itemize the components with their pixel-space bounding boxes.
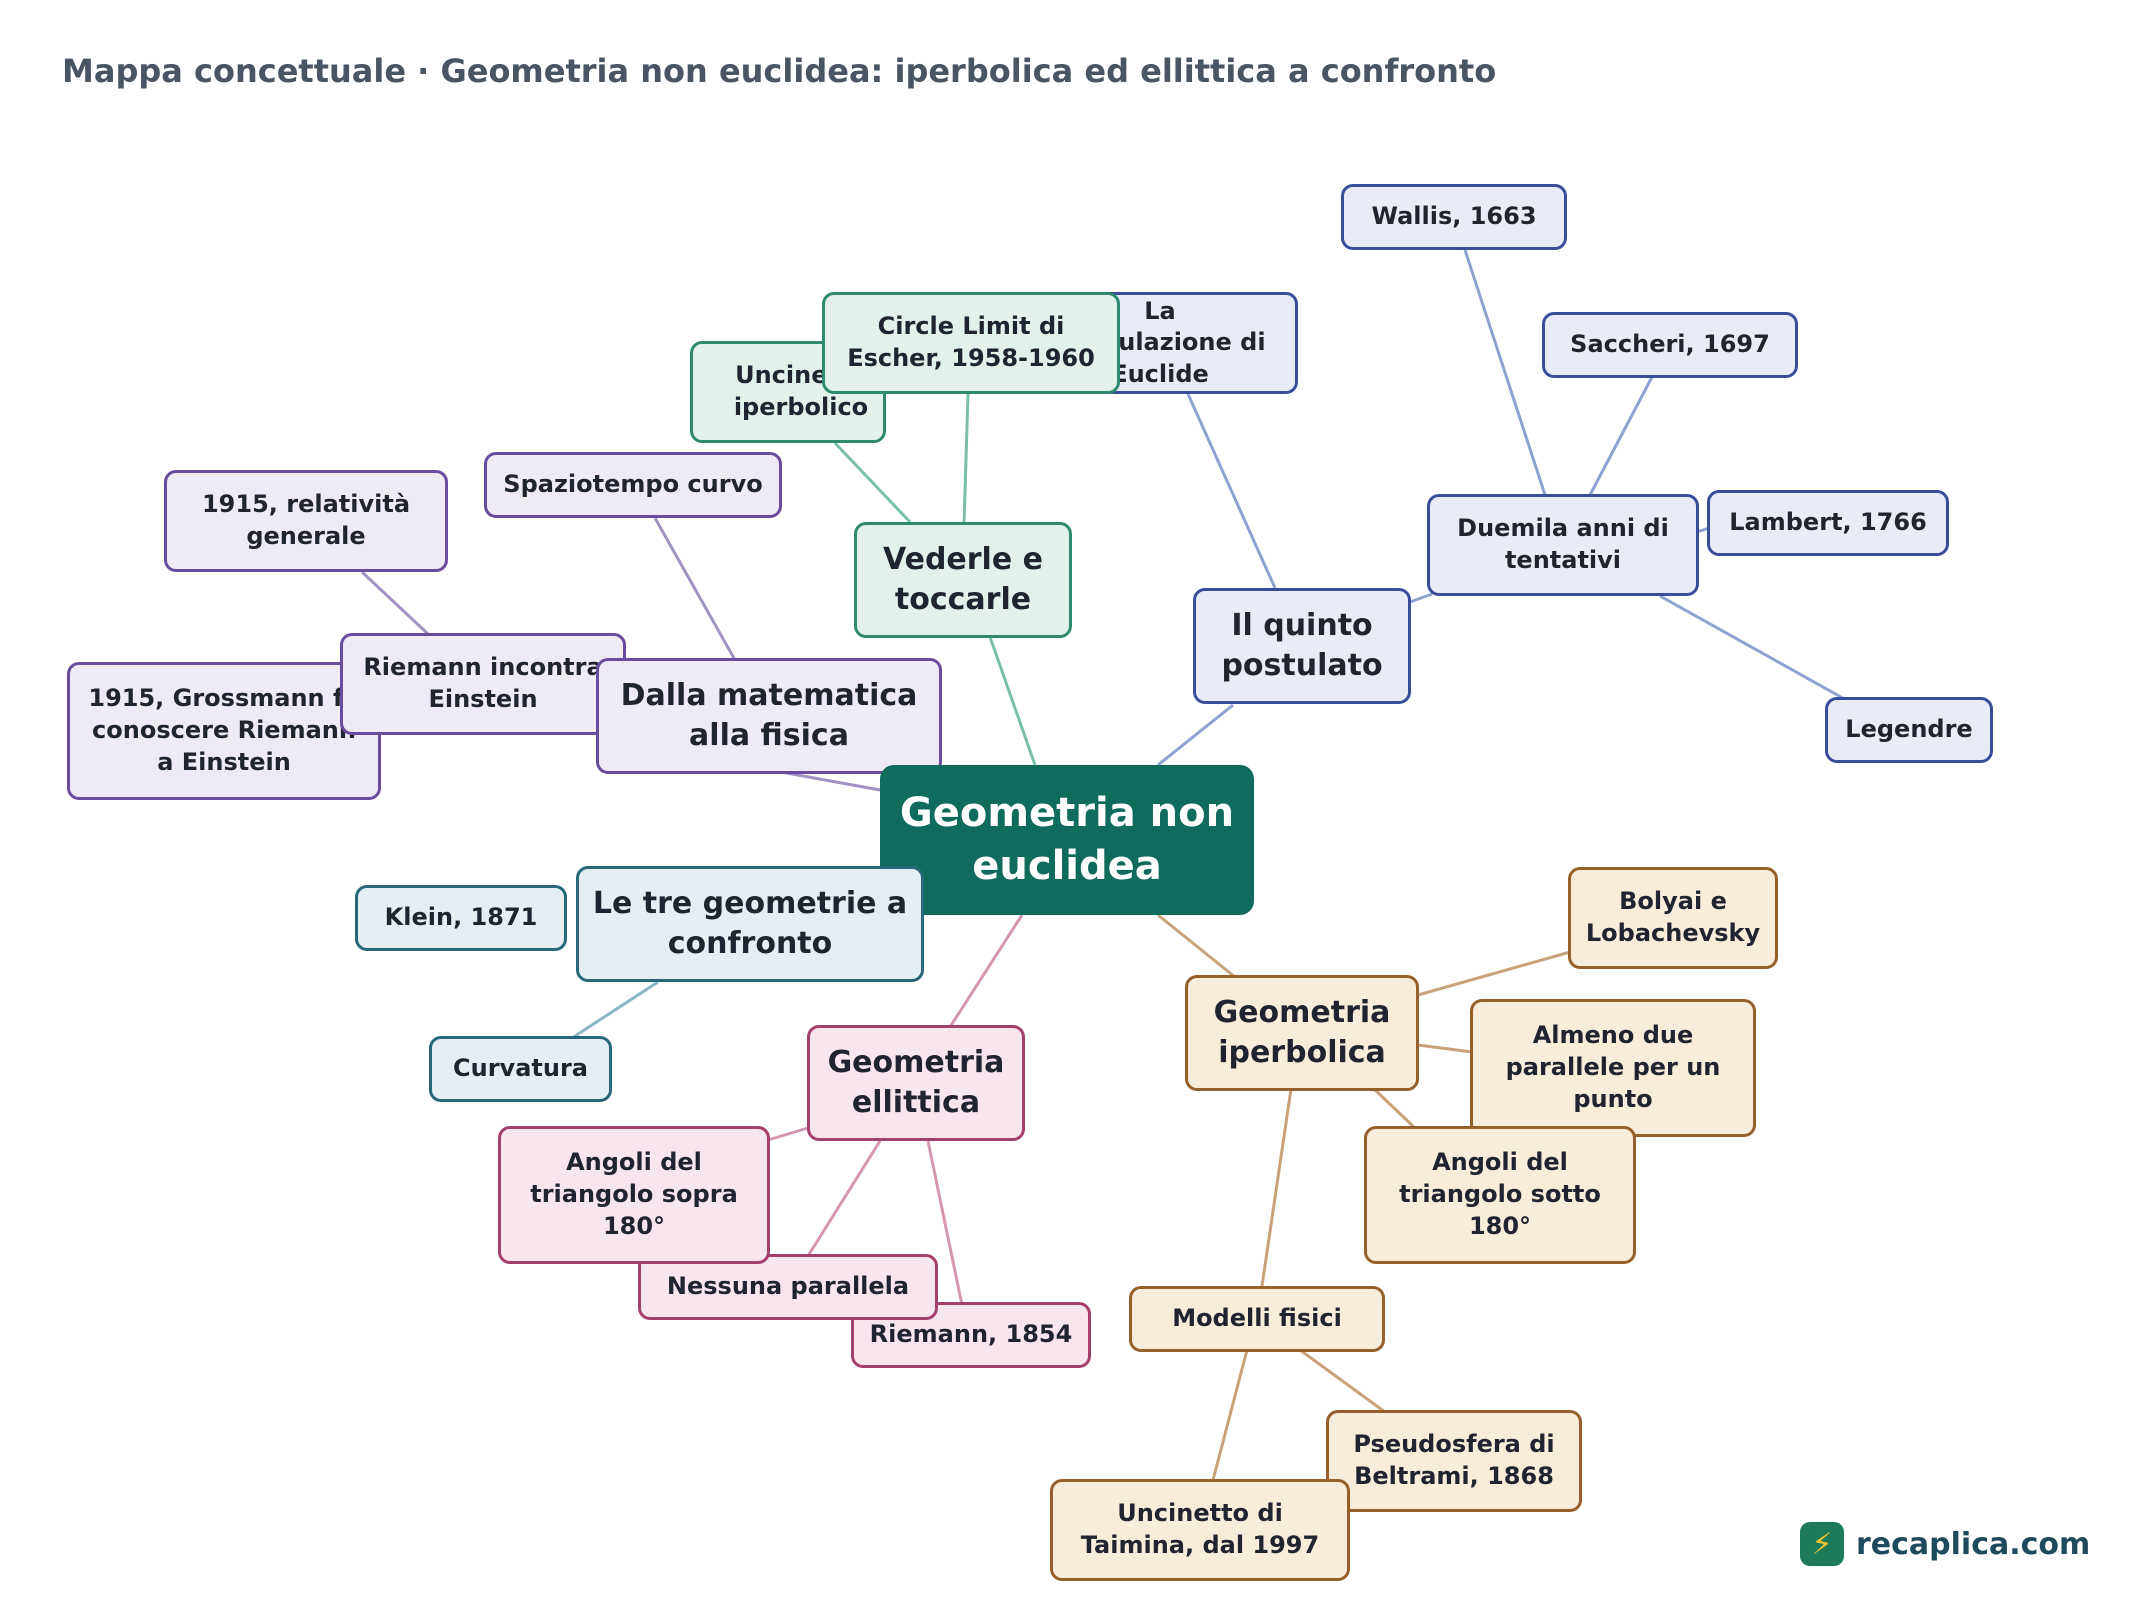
edge-modelli-pseudosfera	[1299, 1348, 1386, 1414]
node-angoli-sopra-180: Angoli del triangolo sopra 180°	[498, 1126, 770, 1264]
node-root-geometria-non-euclidea: Geometria non euclidea	[880, 765, 1254, 915]
edge-duemila-saccheri	[1588, 376, 1654, 496]
node-geometria-iperbolica: Geometria iperbolica	[1185, 975, 1419, 1091]
node-lambert-1766: Lambert, 1766	[1707, 490, 1949, 556]
node-vederle-toccarle: Vederle e toccarle	[854, 522, 1072, 638]
edge-ellittica-riemann1854	[926, 1140, 964, 1306]
edge-postulato-duemila	[1409, 592, 1433, 604]
edge-root-ellittica	[948, 914, 1024, 1028]
node-pseudosfera-beltrami: Pseudosfera di Beltrami, 1868	[1326, 1410, 1582, 1512]
edge-iperbolica-bolyai	[1417, 950, 1571, 997]
edge-modelli-taimina	[1211, 1349, 1249, 1481]
node-matematica-fisica: Dalla matematica alla fisica	[596, 658, 942, 774]
edge-iperbolica-angoli	[1372, 1087, 1417, 1130]
node-bolyai-lobachevsky: Bolyai e Lobachevsky	[1568, 867, 1778, 969]
edge-iperbolica-almeno	[1417, 1043, 1473, 1054]
node-geometria-ellittica: Geometria ellittica	[807, 1025, 1025, 1141]
edge-fisica-spaziotempo	[653, 517, 737, 661]
node-nessuna-parallela: Nessuna parallela	[638, 1254, 938, 1320]
node-saccheri-1697: Saccheri, 1697	[1542, 312, 1798, 378]
node-uncinetto-taimina: Uncinetto di Taimina, dal 1997	[1050, 1479, 1350, 1581]
edge-iperbolica-modelli	[1260, 1088, 1293, 1287]
edge-postulato-euclide	[1186, 393, 1277, 589]
node-riemann-einstein: Riemann incontra Einstein	[340, 633, 626, 735]
node-spaziotempo-curvo: Spaziotempo curvo	[484, 452, 782, 518]
node-tre-geometrie: Le tre geometrie a confronto	[576, 866, 924, 982]
node-circle-limit-escher: Circle Limit di Escher, 1958-1960	[822, 292, 1120, 394]
edge-root-postulato	[1157, 703, 1234, 767]
node-wallis-1663: Wallis, 1663	[1341, 184, 1567, 250]
node-grossmann-1915: 1915, Grossmann fa conoscere Riemann a E…	[67, 662, 381, 800]
edge-vederle-uncinetto	[833, 441, 912, 524]
edge-vederle-circle	[962, 393, 970, 525]
node-angoli-sotto-180: Angoli del triangolo sotto 180°	[1364, 1126, 1636, 1264]
node-modelli-fisici: Modelli fisici	[1129, 1286, 1385, 1352]
edge-tre-curvatura	[571, 980, 659, 1040]
edge-ellittica-nessuna	[806, 1140, 882, 1257]
node-legendre: Legendre	[1825, 697, 1993, 763]
edge-ellittica-angoli	[767, 1126, 809, 1142]
node-riemann-1854: Riemann, 1854	[851, 1302, 1091, 1368]
node-klein-1871: Klein, 1871	[355, 885, 567, 951]
node-curvatura: Curvatura	[429, 1036, 612, 1102]
node-relativita-1915: 1915, relatività generale	[164, 470, 448, 572]
edge-riemann-relativita	[360, 570, 430, 636]
brand-logo[interactable]: ⚡ recaplica.com	[1800, 1522, 2090, 1566]
edge-root-iperbolica	[1157, 913, 1236, 979]
edge-duemila-wallis	[1463, 249, 1547, 496]
node-quinto-postulato: Il quinto postulato	[1193, 588, 1411, 704]
brand-name: recaplica.com	[1856, 1526, 2091, 1562]
node-duemila-anni: Duemila anni di tentativi	[1427, 494, 1699, 596]
edge-duemila-legendre	[1659, 594, 1849, 703]
edge-root-vederle	[988, 636, 1037, 766]
page-title: Mappa concettuale · Geometria non euclid…	[62, 52, 1497, 90]
lightning-bolt-icon: ⚡	[1800, 1522, 1844, 1566]
node-almeno-due-parallele: Almeno due parallele per un punto	[1470, 999, 1756, 1137]
